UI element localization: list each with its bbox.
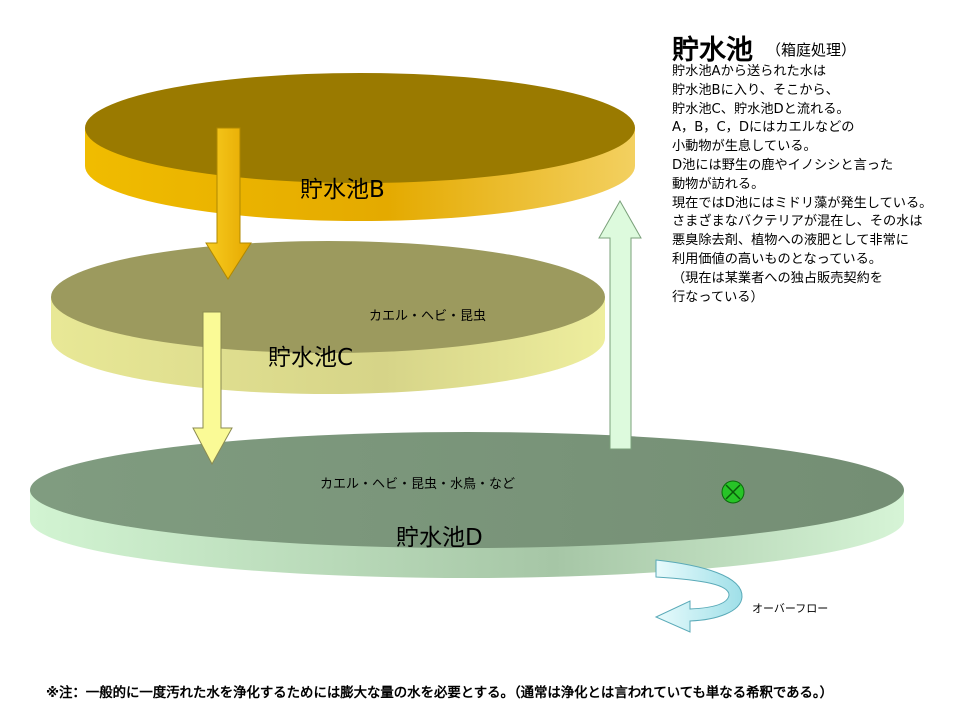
description-block: 貯水池Aから送られた水は 貯水池Bに入り、そこから、 貯水池C、貯水池Dと流れる… <box>672 63 932 307</box>
description-line: 悪臭除去剤、植物への液肥として非常に <box>672 233 909 249</box>
page-title: 貯水池 <box>672 35 753 66</box>
pond-c <box>51 241 605 394</box>
pond-c-label: 貯水池C <box>268 345 354 371</box>
arrow-b-to-c <box>205 127 252 280</box>
description-line: 動物が訪れる。 <box>672 176 765 192</box>
description-line: 現在ではD池にはミドリ藻が発生している。 <box>672 195 933 211</box>
pond-c-fauna: カエル・ヘビ・昆虫 <box>369 309 487 324</box>
footnote: ※注：一般的に一度汚れた水を浄化するためには膨大な量の水を必要とする。（通常は浄… <box>46 686 833 701</box>
description-line: 貯水池C、貯水池Dと流れる。 <box>672 101 850 117</box>
pond-b-label: 貯水池B <box>300 177 385 203</box>
description-line: 利用価値の高いものとなっている。 <box>672 251 882 267</box>
overflow-label: オーバーフロー <box>752 602 829 615</box>
description-line: 行なっている） <box>672 289 764 305</box>
description-line: 貯水池Aから送られた水は <box>672 64 827 79</box>
pond-d <box>30 432 904 578</box>
pond-d-fauna: カエル・ヘビ・昆虫・水鳥・など <box>320 477 516 492</box>
circle-x-icon <box>721 480 745 504</box>
overflow-arrow <box>654 559 743 633</box>
description-line: A，B，C，Dにはカエルなどの <box>672 120 855 136</box>
page-subtitle: （箱庭処理） <box>766 41 857 59</box>
description-line: さまざまなバクテリアが混在し、その水は <box>672 214 923 230</box>
pond-d-label: 貯水池D <box>396 525 483 551</box>
arrow-c-to-d <box>192 311 233 466</box>
description-line: 貯水池Bに入り、そこから、 <box>672 82 839 98</box>
arrow-up-d-to-b <box>598 199 642 450</box>
description-line: 小動物が生息している。 <box>672 139 817 155</box>
description-line: （現在は某業者への独占販売契約を <box>672 270 883 286</box>
description-line: D池には野生の鹿やイノシシと言った <box>672 157 894 173</box>
